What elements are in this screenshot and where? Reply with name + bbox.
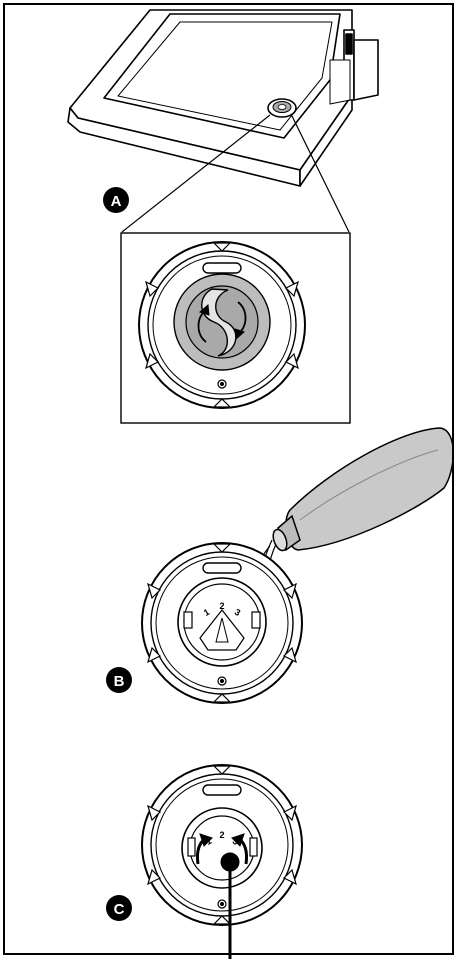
svg-text:B: B (114, 673, 125, 690)
dispenser-cap-closed (138, 241, 306, 409)
svg-text:3: 3 (233, 607, 242, 618)
dispenser-open (141, 542, 303, 704)
svg-text:1: 1 (202, 607, 211, 618)
magnify-leader-lines (121, 114, 350, 233)
step-badge-a: A (103, 187, 129, 213)
svg-text:1: 1 (204, 836, 213, 847)
dial-numbers-c: 1 2 3 (204, 830, 240, 847)
door-dispenser (267, 98, 297, 118)
svg-text:A: A (111, 193, 122, 210)
svg-text:3: 3 (231, 836, 240, 847)
step-badge-b: B (106, 667, 132, 693)
frame-border (3, 3, 454, 955)
rinse-aid-bottle (272, 427, 454, 552)
svg-text:2: 2 (219, 601, 224, 611)
svg-text:2: 2 (219, 830, 224, 840)
step-badge-c: C (106, 895, 132, 921)
dial-numbers-b: 1 2 3 (202, 601, 242, 618)
dispenser-selector (141, 764, 303, 926)
svg-text:C: C (114, 901, 125, 918)
